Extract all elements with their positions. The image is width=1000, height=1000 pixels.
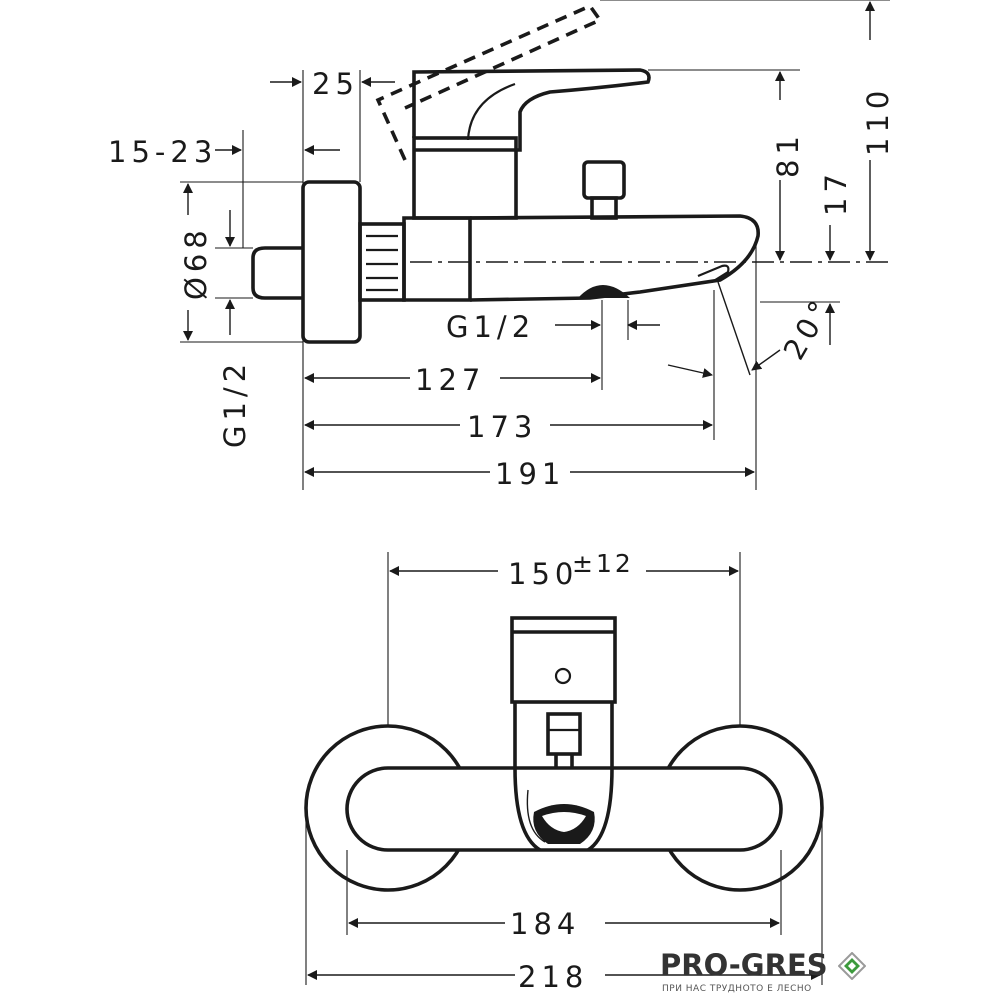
spout bbox=[469, 214, 760, 302]
lever-raised-outline bbox=[375, 3, 603, 161]
pro-gres-logo: PRO-GRES ПРИ НАС ТРУДНОТО Е ЛЕСНО bbox=[660, 950, 890, 998]
dim-outlet-thread: G1/2 bbox=[446, 310, 535, 344]
dim-outlet-height: 17 bbox=[819, 169, 853, 216]
dim-lever-height: 81 bbox=[771, 131, 805, 178]
dim-projection: 25 bbox=[312, 67, 359, 101]
cartridge-housing bbox=[412, 136, 518, 220]
diverter-knob bbox=[582, 160, 626, 200]
logo-slogan: ПРИ НАС ТРУДНОТО Е ЛЕСНО bbox=[662, 984, 812, 994]
diverter-bottom bbox=[578, 285, 630, 298]
dim-wall-distance: 15-23 bbox=[108, 135, 217, 169]
inlet-nipple bbox=[251, 246, 303, 300]
dim-centres-tolerance: ±12 bbox=[572, 549, 634, 578]
diverter-front bbox=[546, 712, 582, 756]
dim-cover-width: 184 bbox=[510, 907, 580, 941]
spout-front bbox=[513, 767, 614, 852]
mixer-body bbox=[402, 216, 472, 302]
cartridge-front bbox=[513, 702, 614, 768]
dim-centres: 150 bbox=[508, 557, 578, 591]
dim-overall-depth: 191 bbox=[495, 457, 565, 491]
diamond-icon bbox=[838, 952, 866, 980]
dim-to-diverter: 127 bbox=[415, 363, 485, 397]
indicator-dot bbox=[554, 667, 572, 685]
lever-handle bbox=[412, 68, 651, 152]
dim-inlet-thread: G1/2 bbox=[218, 359, 252, 448]
side-view: 25 15-23 Ø68 G1/2 81 110 17 G1/2 20° 127… bbox=[108, 0, 895, 491]
lever-front bbox=[510, 616, 617, 704]
spout-outlet bbox=[697, 264, 730, 283]
dim-to-outlet: 173 bbox=[467, 410, 537, 444]
wall-rosette bbox=[301, 180, 362, 344]
logo-name: PRO-GRES bbox=[660, 948, 828, 982]
dim-rosette-diameter: Ø68 bbox=[179, 225, 213, 300]
dim-overall-height: 110 bbox=[861, 86, 895, 156]
front-view: 150 ±12 184 218 bbox=[304, 549, 824, 994]
dim-overall-width: 218 bbox=[518, 960, 588, 994]
